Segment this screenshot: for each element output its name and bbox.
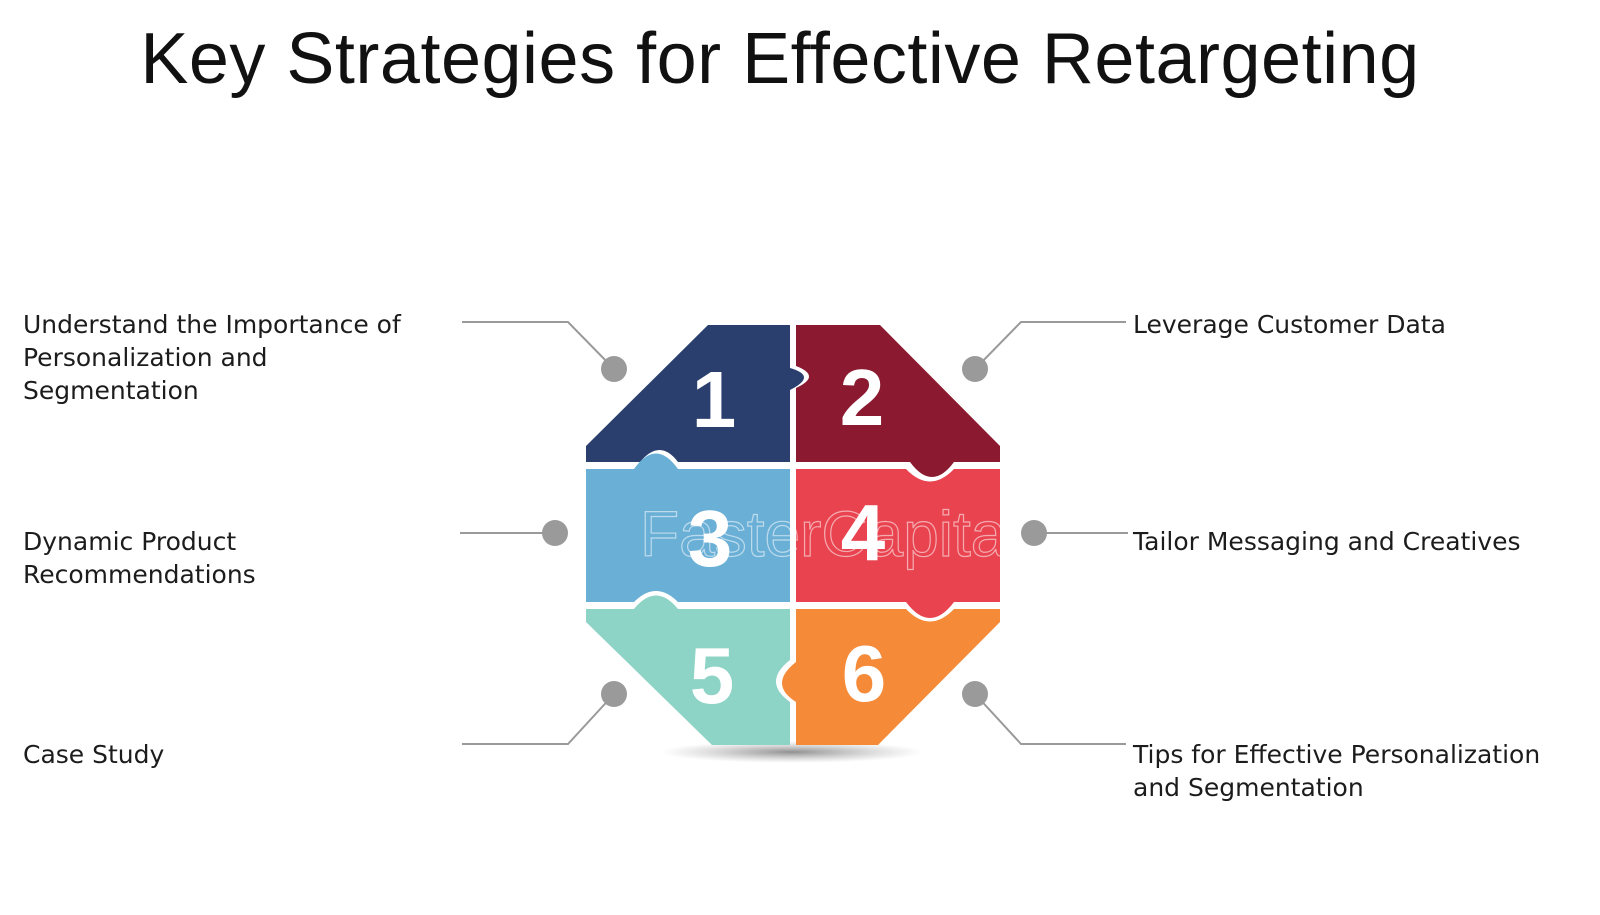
strategy-label-2: Leverage Customer Data xyxy=(1133,310,1446,339)
strategy-label-4: Tailor Messaging and Creatives xyxy=(1133,527,1521,556)
strategy-label-3: Dynamic Product Recommendations xyxy=(23,527,256,589)
connector-dot-4 xyxy=(1021,520,1047,546)
piece-number-6: 6 xyxy=(842,629,887,718)
connector-line-5 xyxy=(462,693,615,745)
strategy-label-1: Understand the Importance of Personaliza… xyxy=(23,310,401,405)
connector-line-2 xyxy=(974,321,1126,370)
connector-2 xyxy=(962,321,1126,382)
connector-dot-5 xyxy=(601,681,627,707)
connector-dot-6 xyxy=(962,681,988,707)
diagram-shadow xyxy=(660,741,924,763)
puzzle-piece-1 xyxy=(586,325,804,462)
connector-4 xyxy=(1021,520,1128,546)
connector-line-1 xyxy=(462,321,615,370)
puzzle-piece-4 xyxy=(796,469,1000,618)
piece-number-2: 2 xyxy=(840,353,885,442)
piece-number-4: 4 xyxy=(841,488,886,577)
page-title: Key Strategies for Effective Retargeting xyxy=(140,19,1420,99)
strategy-label-6: Tips for Effective Personalization and S… xyxy=(1133,740,1541,802)
connector-3 xyxy=(460,520,568,546)
puzzle-piece-5 xyxy=(586,595,790,745)
connector-1 xyxy=(462,321,627,382)
piece-number-3: 3 xyxy=(688,494,733,583)
piece-number-1: 1 xyxy=(692,355,737,444)
piece-number-5: 5 xyxy=(690,631,735,720)
strategy-label-5: Case Study xyxy=(23,740,165,769)
puzzle-piece-2 xyxy=(796,325,1000,477)
connector-dot-3 xyxy=(542,520,568,546)
connector-dot-1 xyxy=(601,356,627,382)
connector-6 xyxy=(962,681,1126,745)
puzzle-piece-3 xyxy=(586,453,790,602)
watermark: FasterCapital xyxy=(640,498,1021,570)
connector-line-6 xyxy=(974,693,1126,745)
puzzle-piece-6 xyxy=(782,609,1000,745)
connector-dot-2 xyxy=(962,356,988,382)
connector-5 xyxy=(462,681,627,745)
